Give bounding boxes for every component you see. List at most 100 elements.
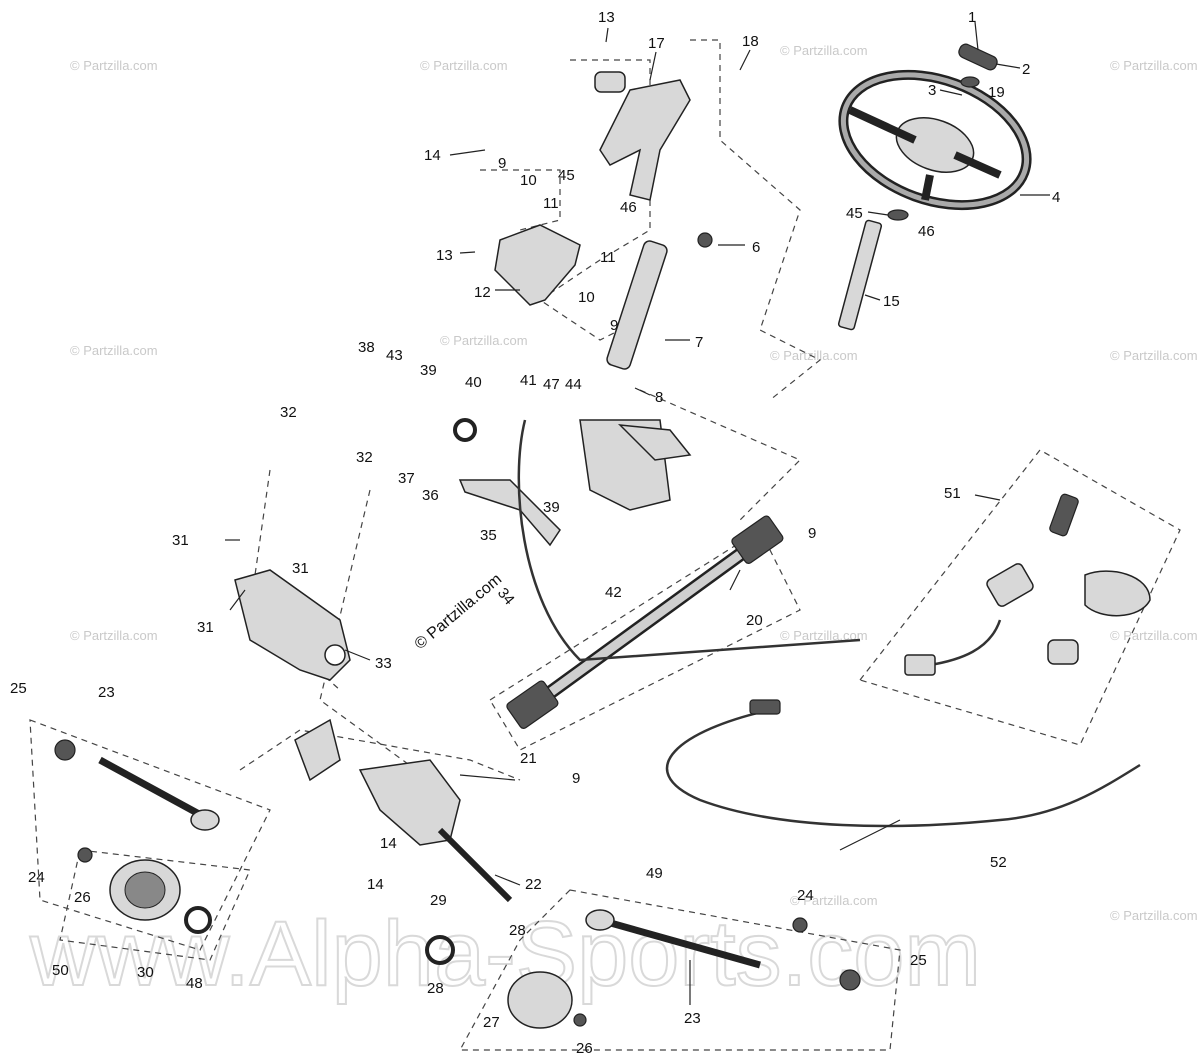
callout-label: 9	[498, 155, 506, 172]
callout-label: 26	[74, 889, 91, 906]
u-joint-lower	[506, 680, 559, 729]
callout-label: 30	[137, 964, 154, 981]
watermark-small: © Partzilla.com	[70, 58, 158, 73]
callout-label: 38	[358, 339, 375, 356]
parts-layer	[54, 43, 1151, 1029]
dash-outline	[458, 889, 901, 1051]
spring	[453, 418, 477, 442]
callout-label: 2	[1022, 61, 1030, 78]
watermark-small: © Partzilla.com	[420, 58, 508, 73]
callout-label: 14	[367, 876, 384, 893]
dash-outline	[239, 729, 521, 781]
callout-label: 44	[565, 376, 582, 393]
steering-wheel	[838, 69, 1032, 211]
watermark-small: © Partzilla.com	[70, 343, 158, 358]
tie-rod-right	[599, 916, 761, 969]
callout-label: 39	[420, 362, 437, 379]
throttle-cable	[665, 708, 1141, 828]
callout-label: 47	[543, 376, 560, 393]
leader-lines	[225, 21, 1050, 1005]
watermark-layer: © Partzilla.com © Partzilla.com © Partzi…	[28, 43, 1198, 1006]
callout-label: 28	[509, 922, 526, 939]
connector	[904, 654, 936, 676]
callout-label: 36	[422, 487, 439, 504]
cover-plate	[294, 718, 341, 782]
callout-label: 50	[52, 962, 69, 979]
callout-label: 45	[846, 205, 863, 222]
callout-label: 26	[576, 1040, 593, 1057]
callout-label: 11	[543, 195, 559, 212]
callout-label: 19	[988, 84, 1005, 101]
key	[1049, 493, 1079, 537]
ignition-wire	[929, 619, 1002, 667]
callout-label: 31	[292, 560, 309, 577]
callout-label: 24	[28, 869, 45, 886]
ignition-switch	[986, 563, 1034, 607]
callout-label: 48	[186, 975, 203, 992]
callout-label: 14	[380, 835, 397, 852]
callout-label: 13	[436, 247, 453, 264]
steering-shaft	[837, 219, 883, 331]
callout-label: 11	[600, 249, 616, 266]
strut-end	[697, 232, 713, 248]
callout-label: 28	[427, 980, 444, 997]
tie-rod-left	[98, 756, 212, 824]
watermark-small: © Partzilla.com	[440, 333, 528, 348]
gas-strut	[606, 240, 668, 370]
callout-label: 35	[480, 527, 497, 544]
washer	[887, 209, 909, 221]
pinion-shaft	[437, 827, 513, 903]
callout-label: 33	[375, 655, 392, 672]
callout-label: 8	[655, 389, 663, 406]
callout-label: 23	[684, 1010, 701, 1027]
callout-label: 39	[543, 499, 560, 516]
callout-label: 6	[752, 239, 760, 256]
dash-outline	[59, 849, 251, 961]
callout-label: 9	[610, 317, 618, 334]
dash-outline	[489, 529, 801, 751]
callout-label: 52	[990, 854, 1007, 871]
watermark-small: © Partzilla.com	[780, 43, 868, 58]
callout-label: 37	[398, 470, 415, 487]
callout-label: 3	[928, 82, 936, 99]
callout-label: 40	[465, 374, 482, 391]
callout-label: 22	[525, 876, 542, 893]
group-outlines	[29, 39, 1181, 1051]
callout-label: 20	[746, 612, 763, 629]
callout-label: 10	[520, 172, 537, 189]
dash-outline	[858, 449, 1181, 746]
callout-label: 45	[558, 167, 575, 184]
callout-label: 13	[598, 9, 615, 26]
callout-label: 32	[356, 449, 373, 466]
pedal-arm	[458, 479, 561, 547]
boot-right	[507, 971, 573, 1029]
callout-label: 41	[520, 372, 537, 389]
dash-outline	[29, 719, 271, 951]
callout-label: 31	[172, 532, 189, 549]
callout-label: 4	[1052, 189, 1060, 206]
pedal-mount	[617, 424, 692, 461]
watermark-small: © Partzilla.com	[1110, 908, 1198, 923]
dash-outline	[690, 39, 822, 401]
watermark-small: © Partzilla.com	[790, 893, 878, 908]
callout-label: 14	[424, 147, 441, 164]
callout-label: 15	[883, 293, 900, 310]
tie-rod-end-right	[839, 969, 861, 991]
watermark-small: © Partzilla.com	[1110, 58, 1198, 73]
callout-label: 24	[797, 887, 814, 904]
callout-label: 51	[944, 485, 961, 502]
watermark-small: © Partzilla.com	[1110, 348, 1198, 363]
tie-rod-end-left	[54, 739, 76, 761]
watermark-small: © Partzilla.com	[1110, 628, 1198, 643]
dash-outline	[639, 389, 802, 521]
ignition-cap	[1084, 570, 1151, 617]
dash-outline	[480, 169, 561, 231]
callout-label: 21	[520, 750, 537, 767]
callout-label: 25	[910, 952, 927, 969]
watermark-small: © Partzilla.com	[70, 628, 158, 643]
callout-label: 12	[474, 284, 491, 301]
tilt-bracket	[494, 224, 581, 306]
callout-label: 43	[386, 347, 403, 364]
callout-label: 9	[808, 525, 816, 542]
